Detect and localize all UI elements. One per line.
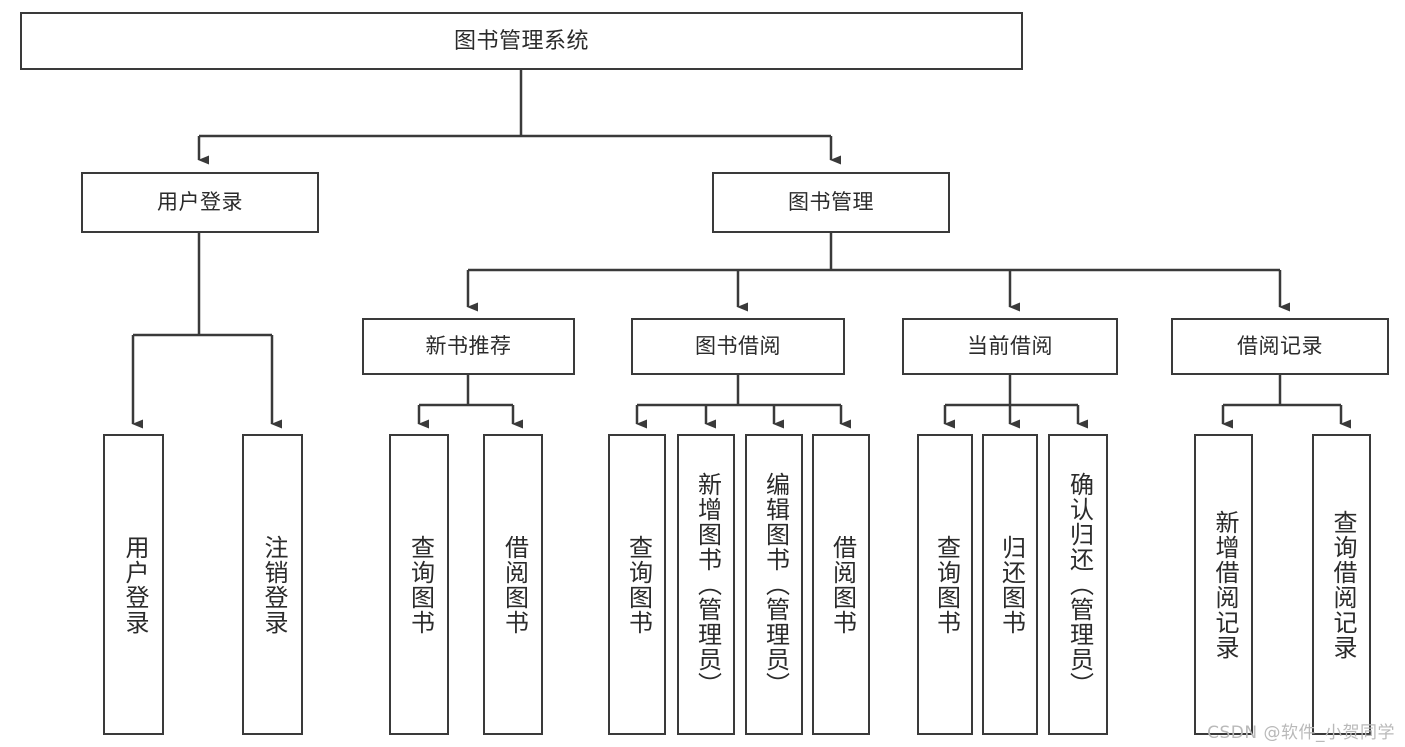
- leaf-newbook-query-book[interactable]: 查询图书: [389, 434, 449, 735]
- leaf-borrow-borrow-book-label: 借阅图书: [828, 534, 856, 635]
- leaf-current-return-book[interactable]: 归还图书: [982, 434, 1038, 735]
- node-root[interactable]: 图书管理系统: [20, 12, 1023, 70]
- node-book-management-label: 图书管理: [788, 190, 874, 214]
- leaf-current-query-book[interactable]: 查询图书: [917, 434, 973, 735]
- leaf-borrow-add-book-label: 新增图书（管理员）: [693, 472, 721, 697]
- leaf-borrow-query-book-label: 查询图书: [624, 534, 652, 635]
- node-new-book-recommend-label: 新书推荐: [425, 334, 512, 358]
- leaf-newbook-borrow-book-label: 借阅图书: [500, 534, 528, 635]
- node-borrow-record[interactable]: 借阅记录: [1171, 318, 1389, 375]
- leaf-record-query-label: 查询借阅记录: [1328, 509, 1356, 660]
- leaf-logout-login[interactable]: 注销登录: [242, 434, 303, 735]
- leaf-newbook-borrow-book[interactable]: 借阅图书: [483, 434, 543, 735]
- leaf-logout-login-label: 注销登录: [259, 534, 287, 635]
- csdn-watermark: CSDN @软件_小贺同学: [1207, 723, 1395, 743]
- leaf-user-login-label: 用户登录: [120, 534, 148, 635]
- node-book-management[interactable]: 图书管理: [712, 172, 950, 233]
- node-book-borrow-label: 图书借阅: [695, 334, 781, 358]
- leaf-record-add-label: 新增借阅记录: [1210, 509, 1238, 660]
- node-new-book-recommend[interactable]: 新书推荐: [362, 318, 575, 375]
- node-user-login[interactable]: 用户登录: [81, 172, 319, 233]
- node-current-borrow-label: 当前借阅: [967, 334, 1053, 358]
- node-current-borrow[interactable]: 当前借阅: [902, 318, 1118, 375]
- leaf-record-query[interactable]: 查询借阅记录: [1312, 434, 1371, 735]
- leaf-current-query-book-label: 查询图书: [932, 534, 960, 635]
- leaf-record-add[interactable]: 新增借阅记录: [1194, 434, 1253, 735]
- node-user-login-label: 用户登录: [157, 190, 243, 214]
- node-root-label: 图书管理系统: [453, 27, 589, 53]
- leaf-borrow-borrow-book[interactable]: 借阅图书: [812, 434, 870, 735]
- leaf-borrow-query-book[interactable]: 查询图书: [608, 434, 666, 735]
- leaf-newbook-query-book-label: 查询图书: [406, 534, 434, 635]
- node-book-borrow[interactable]: 图书借阅: [631, 318, 845, 375]
- leaf-borrow-add-book[interactable]: 新增图书（管理员）: [677, 434, 735, 735]
- leaf-current-return-book-label: 归还图书: [997, 534, 1025, 635]
- leaf-borrow-edit-book-label: 编辑图书（管理员）: [761, 472, 789, 697]
- leaf-borrow-edit-book[interactable]: 编辑图书（管理员）: [745, 434, 803, 735]
- leaf-current-confirm-return-label: 确认归还（管理员）: [1065, 472, 1093, 697]
- leaf-current-confirm-return[interactable]: 确认归还（管理员）: [1048, 434, 1108, 735]
- leaf-user-login[interactable]: 用户登录: [103, 434, 164, 735]
- node-borrow-record-label: 借阅记录: [1237, 334, 1323, 358]
